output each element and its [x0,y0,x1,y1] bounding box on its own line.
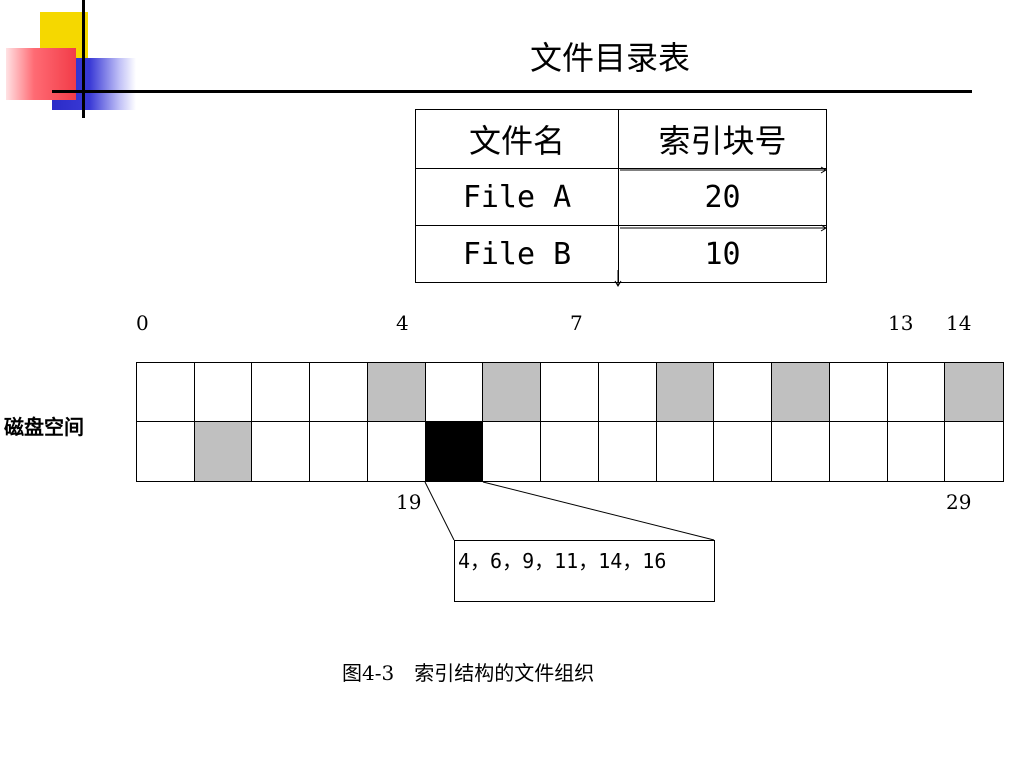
disk-block-free [541,422,599,481]
disk-block-free [137,422,195,481]
index-block-cell: 20 [618,168,827,226]
decor-vertical-line [82,0,85,118]
disk-block-index [425,422,484,481]
callout-line [424,481,455,541]
header-file-name: 文件名 [415,109,619,169]
disk-block-free [887,422,946,481]
block-number-29: 29 [946,490,972,514]
table-header-row: 文件名 索引块号 [415,109,827,169]
disk-block-free [310,422,368,481]
disk-block-free [194,363,253,422]
disk-space-label: 磁盘空间 [4,415,84,439]
disk-block-free [829,363,888,422]
arrow-head [820,224,827,232]
disk-block-free [598,422,657,481]
block-number-7: 7 [570,311,583,335]
disk-block-free [310,363,368,422]
title-underline [52,90,972,93]
block-number-0: 0 [136,311,149,335]
disk-block-free [137,363,195,422]
disk-block-free [541,363,599,422]
disk-block-free [656,422,715,481]
disk-block-free [714,363,773,422]
index-block-cell: 10 [618,225,827,283]
disk-block-used [194,422,253,481]
disk-block-used [367,363,426,422]
page-title: 文件目录表 [530,39,691,77]
index-block-callout [424,481,715,541]
header-index-block: 索引块号 [618,109,827,169]
file-name-cell: File A [415,168,619,226]
block-number-14: 14 [946,311,972,335]
arrow-head [614,280,622,287]
disk-block-free [945,422,1003,481]
figure-caption: 图4-3 索引结构的文件组织 [342,661,595,685]
block-number-19: 19 [396,490,422,514]
block-number-4: 4 [396,311,409,335]
block-number-13: 13 [888,311,914,335]
callout-line [482,481,715,541]
index-block-contents: 4，6，9，11，14，16 [454,540,715,602]
disk-block-free [598,363,657,422]
disk-block-free [252,422,311,481]
table-row: File B 10 [415,225,827,283]
disk-block-free [367,422,426,481]
disk-block-grid [136,362,1004,482]
disk-block-free [252,363,311,422]
disk-block-free [887,363,946,422]
disk-block-free [714,422,773,481]
table-arrows [614,166,827,287]
file-name-cell: File B [415,225,619,283]
file-directory-table: 文件名 索引块号 File A 20 File B 10 [415,109,827,283]
arrow-head [820,166,827,174]
disk-block-used [656,363,715,422]
disk-block-used [483,363,542,422]
disk-block-used [772,363,830,422]
disk-block-free [483,422,542,481]
disk-block-free [772,422,830,481]
disk-block-free [425,363,484,422]
disk-block-free [829,422,888,481]
disk-block-used [945,363,1003,422]
